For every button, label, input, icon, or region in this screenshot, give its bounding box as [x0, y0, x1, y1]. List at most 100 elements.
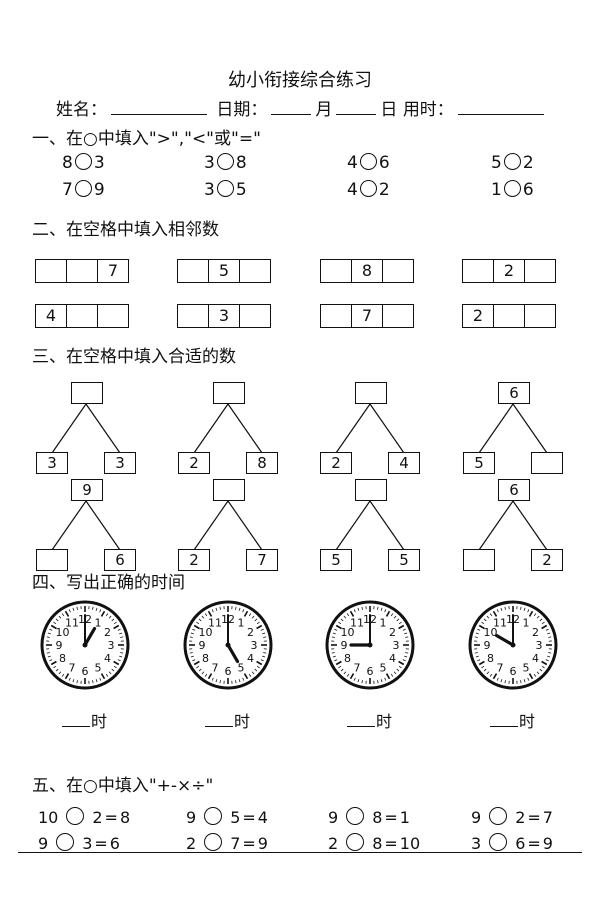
clock-number: 9 [56, 639, 63, 652]
clock-number: 9 [484, 639, 491, 652]
bond-box-left[interactable]: 5 [463, 452, 495, 474]
answer-blank[interactable] [62, 710, 90, 727]
clock-tick [343, 615, 347, 619]
bond-box-right[interactable]: 3 [104, 452, 136, 474]
number-cell[interactable] [383, 305, 413, 327]
clock-tick [108, 615, 112, 619]
answer-blank[interactable] [490, 710, 518, 727]
operator-circle[interactable] [204, 807, 223, 825]
day-blank[interactable] [336, 98, 377, 115]
operator-circle[interactable] [346, 807, 365, 825]
number-cell[interactable]: 7 [107, 261, 119, 280]
answer-circle[interactable] [216, 180, 234, 197]
number-cell[interactable] [525, 305, 555, 327]
clock-tick [260, 628, 264, 631]
number-cell[interactable] [240, 305, 270, 327]
bond-box-left[interactable]: 2 [178, 452, 210, 474]
clock-number: 8 [487, 652, 494, 665]
answer-blank[interactable] [205, 710, 233, 727]
bond-box-top[interactable] [213, 382, 245, 404]
operand-right: 2 [92, 808, 103, 827]
clock-answer: 时 [62, 708, 107, 732]
clock-tick [113, 624, 120, 630]
operator-circle[interactable] [66, 807, 85, 825]
answer-circle[interactable] [503, 180, 521, 197]
number-cell[interactable] [178, 260, 209, 282]
bond-box-right[interactable] [531, 452, 563, 474]
operator-circle[interactable] [489, 807, 508, 825]
name-blank[interactable] [111, 98, 207, 115]
answer-circle[interactable] [359, 180, 377, 197]
bond-box-top[interactable] [355, 382, 387, 404]
answer-circle[interactable] [74, 153, 92, 170]
clock-tick [189, 636, 193, 638]
operator-circle[interactable] [489, 833, 508, 851]
answer-circle[interactable] [359, 153, 377, 170]
number-cell[interactable] [67, 260, 98, 282]
answer-circle[interactable] [216, 153, 234, 170]
equals-sign: = [384, 834, 398, 853]
clock-tick [198, 668, 202, 672]
bond-line-left [478, 403, 514, 454]
bond-box-left[interactable]: 2 [178, 549, 210, 571]
bond-box-top[interactable]: 6 [498, 479, 530, 501]
number-cell[interactable] [463, 260, 494, 282]
number-cell[interactable]: 2 [494, 260, 525, 282]
number-cell[interactable] [240, 260, 270, 282]
number-cell[interactable] [321, 260, 352, 282]
number-cell[interactable] [98, 305, 128, 327]
number-cell[interactable]: 2 [463, 305, 494, 327]
hour-unit: 时 [519, 712, 536, 731]
bond-box-left[interactable] [36, 549, 68, 571]
time-blank[interactable] [457, 98, 544, 115]
bond-box-right[interactable]: 8 [246, 452, 278, 474]
clock-icon: 121234567891011 [468, 600, 558, 690]
bond-box-top[interactable] [71, 382, 103, 404]
number-cell[interactable] [321, 305, 352, 327]
number-cell[interactable] [494, 305, 525, 327]
bond-box-left[interactable]: 5 [320, 549, 352, 571]
number-cell[interactable]: 5 [209, 260, 240, 282]
clock-tick [353, 677, 356, 681]
bond-box-left[interactable]: 2 [320, 452, 352, 474]
answer-circle[interactable] [74, 180, 92, 197]
bond-box-left[interactable]: 3 [36, 452, 68, 474]
clock-tick [99, 677, 102, 681]
bond-box-right[interactable]: 4 [388, 452, 420, 474]
operator-circle[interactable] [204, 833, 223, 851]
bond-box-top[interactable]: 9 [71, 479, 103, 501]
operator-circle[interactable] [346, 833, 365, 851]
number-cell[interactable] [36, 260, 67, 282]
operator-circle[interactable] [56, 833, 75, 851]
clock-tick [53, 665, 57, 669]
number-cell[interactable]: 4 [36, 305, 67, 327]
clock-answer: 时 [205, 708, 250, 732]
number-cell[interactable]: 8 [352, 260, 383, 282]
bond-line-right [85, 500, 121, 551]
bond-box-top[interactable] [355, 479, 387, 501]
bond-box-left[interactable] [463, 549, 495, 571]
number-cell[interactable] [67, 305, 98, 327]
bond-box-right[interactable]: 5 [388, 549, 420, 571]
number-cell[interactable] [178, 305, 209, 327]
bond-box-top[interactable]: 6 [498, 382, 530, 404]
number-cell[interactable] [383, 260, 413, 282]
clock-tick [527, 677, 530, 681]
bond-box-top[interactable] [213, 479, 245, 501]
hour-unit: 时 [234, 712, 251, 731]
bond-box-right[interactable]: 7 [246, 549, 278, 571]
bond-box-right[interactable]: 6 [104, 549, 136, 571]
clock-tick [520, 680, 522, 684]
clock-tick [198, 618, 202, 622]
number-cell[interactable]: 3 [209, 305, 240, 327]
operand-left: 10 [38, 808, 59, 827]
number-cell[interactable]: 7 [352, 305, 383, 327]
clock-tick [504, 680, 506, 684]
answer-circle[interactable] [503, 153, 521, 170]
month-blank[interactable] [271, 98, 312, 115]
clock-tick [260, 659, 264, 662]
clock-tick [361, 680, 363, 684]
answer-blank[interactable] [347, 710, 375, 727]
number-cell[interactable] [525, 260, 555, 282]
bond-box-right[interactable]: 2 [531, 549, 563, 571]
